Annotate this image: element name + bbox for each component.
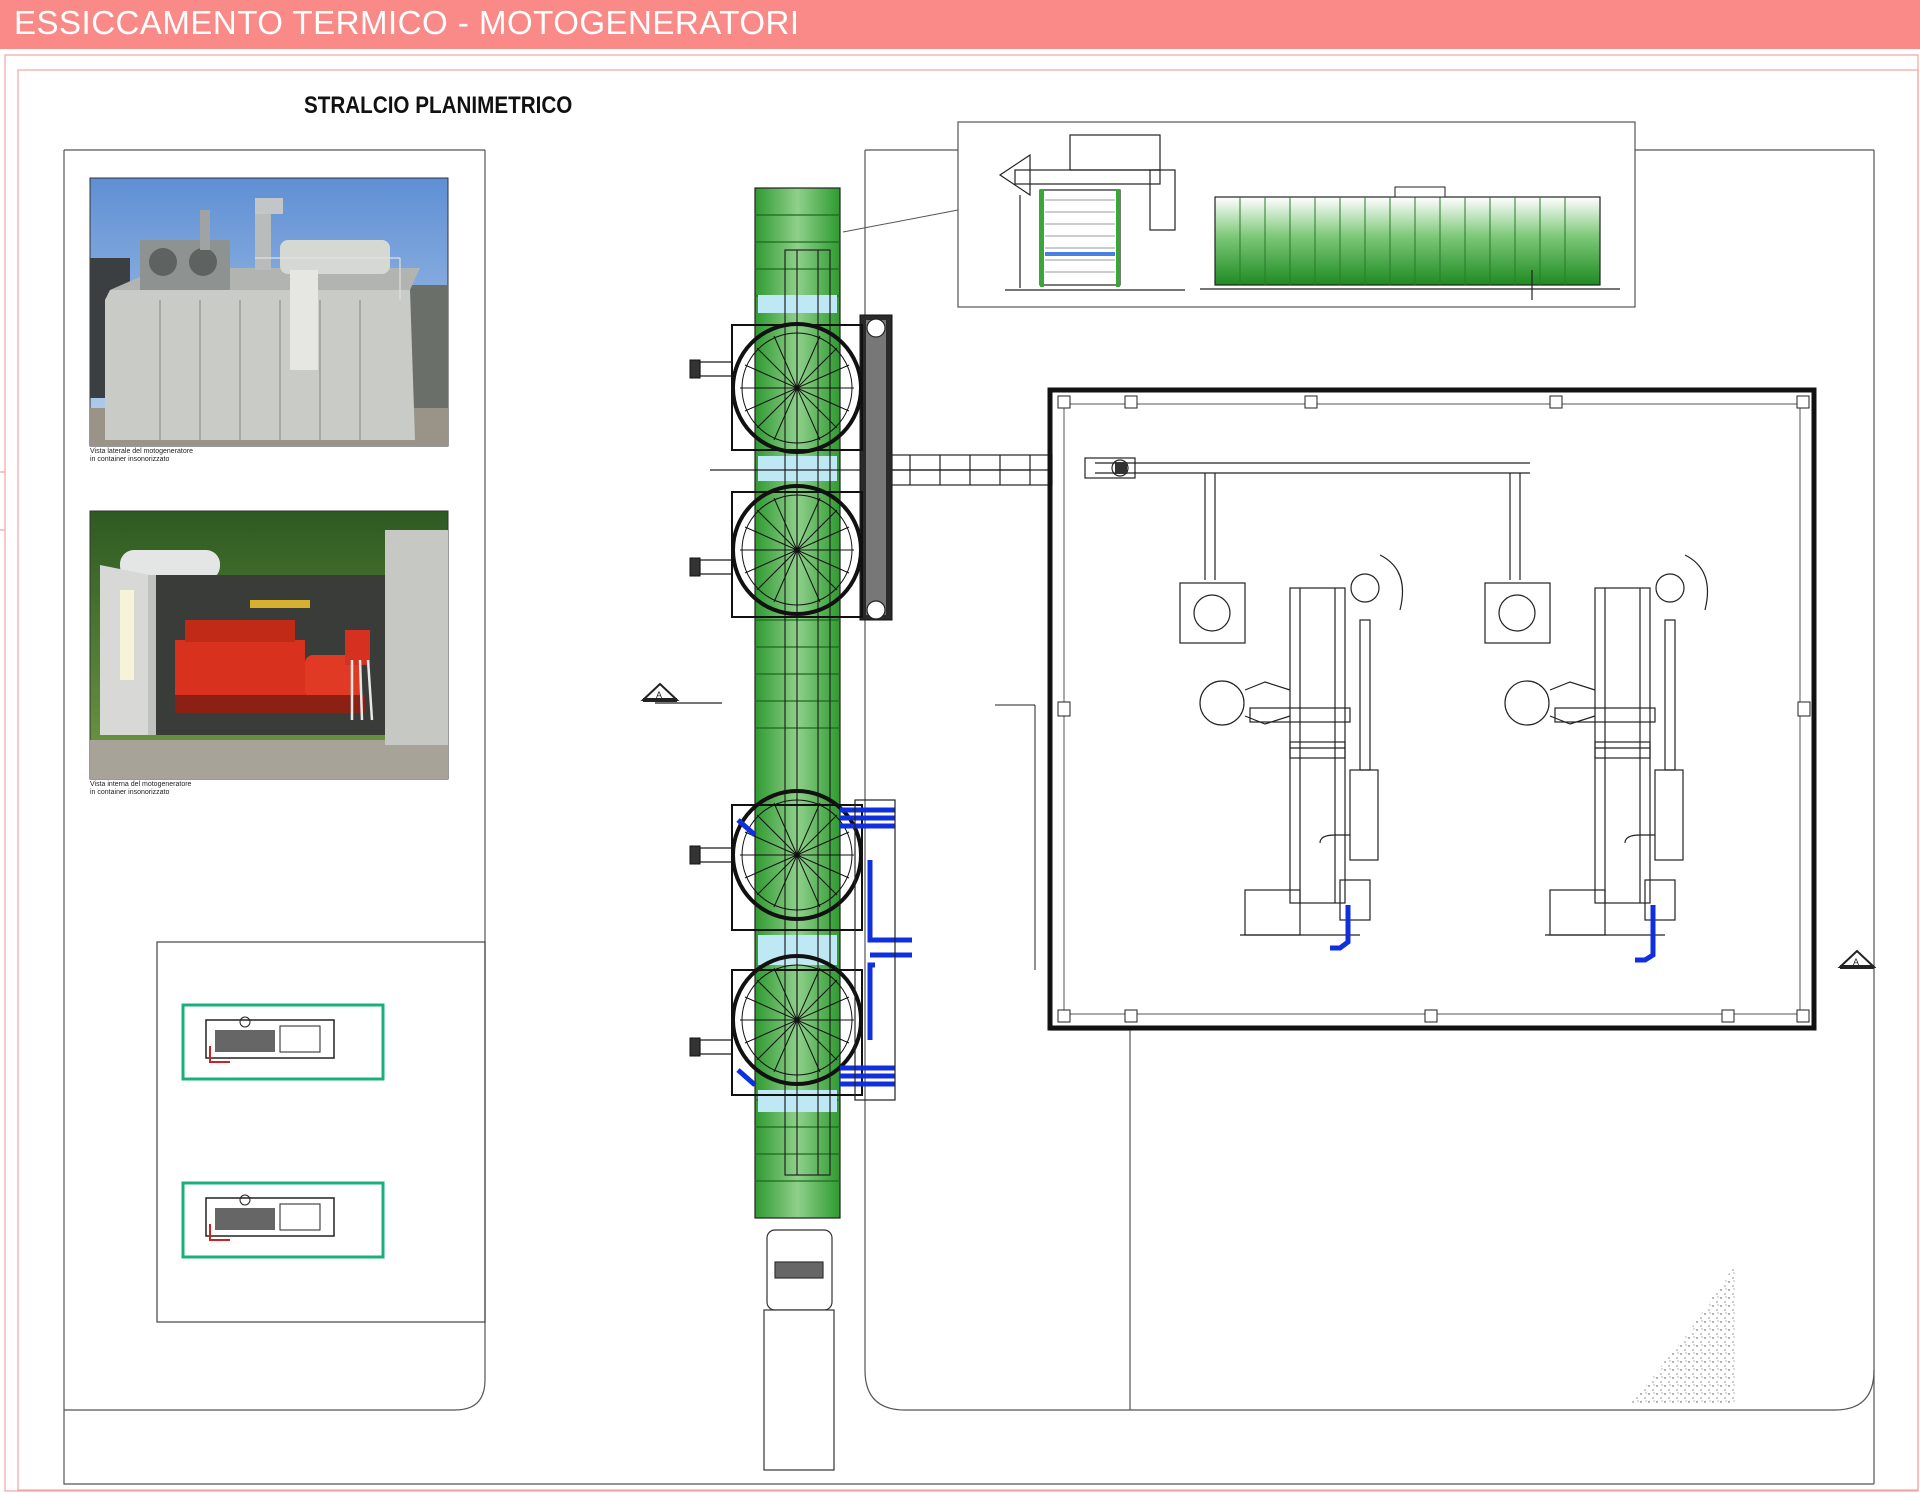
section-marker-right: A: [1837, 949, 1877, 969]
section-marker-left-label: A: [656, 690, 662, 700]
plan-boundary: [63, 149, 1875, 1485]
motogeneratore-2: [1484, 554, 1709, 936]
dryer-drum-3: [689, 789, 863, 931]
section-marker-right-label: A: [1853, 957, 1859, 967]
section-marker-left: A: [640, 682, 1036, 970]
site-key-panel: [156, 941, 486, 1323]
dryer-line: [689, 187, 1030, 1471]
elevation-inset: [842, 121, 1636, 308]
title-bar: ESSICCAMENTO TERMICO - MOTOGENERATORI: [0, 0, 1920, 49]
photo1-caption-line1: Vista laterale del motogeneratore: [90, 448, 193, 455]
section-title: STRALCIO PLANIMETRICO: [304, 92, 573, 119]
drawing-title: ESSICCAMENTO TERMICO - MOTOGENERATORI: [14, 4, 800, 41]
container-plan-2: [181, 1181, 385, 1259]
truck: [763, 1229, 835, 1471]
engine-hall: [1047, 387, 1817, 1031]
gravel-area: [1630, 1265, 1735, 1405]
photo2-caption-line1: Vista interna del motogeneratore: [90, 781, 192, 788]
dryer-drum-1: [689, 322, 863, 454]
photo2-caption-line2: in container insonorizzato: [90, 789, 169, 796]
dryer-drum-2: [689, 484, 863, 618]
sheet-frame: [0, 54, 1919, 1492]
pipe-gallery: [891, 454, 1053, 486]
photo1-caption-line2: in container insonorizzato: [90, 456, 169, 463]
dryer-drum-4: [689, 954, 863, 1096]
container-plan-1: [181, 1003, 385, 1081]
photo-interior-view: [89, 510, 449, 780]
hot-water-piping: [736, 807, 912, 1087]
motogeneratore-1: [1179, 554, 1404, 936]
photo-side-view: [89, 177, 449, 447]
